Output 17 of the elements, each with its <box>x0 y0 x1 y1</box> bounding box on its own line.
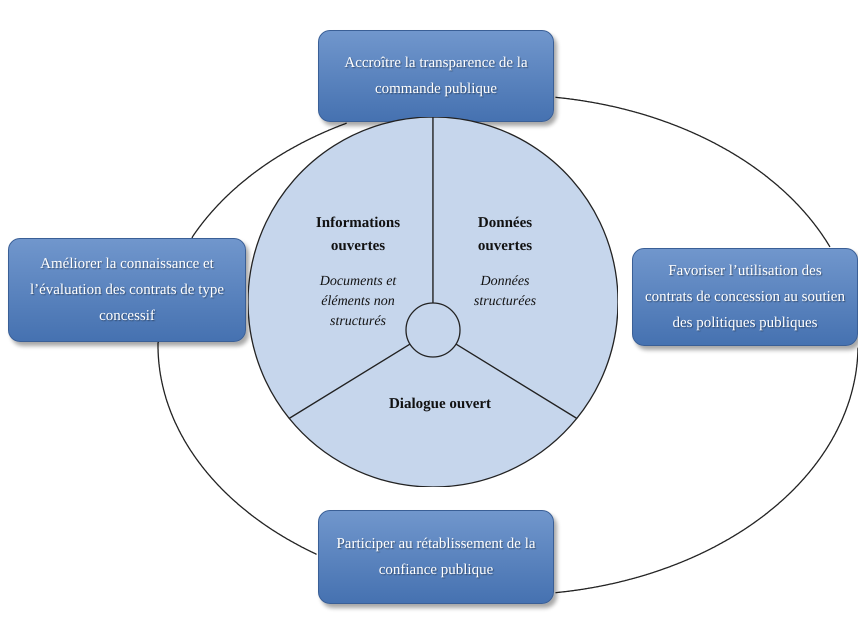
hub-circle <box>405 302 461 358</box>
sector-description: Documents et éléments non structurés <box>318 273 398 331</box>
objective-box <box>318 30 554 122</box>
box-text: Améliorer la connaissance et l’évaluation des contrats de type concessif <box>28 255 226 326</box>
box-text: Participer au rétablissement de la confiance publique <box>335 535 537 580</box>
sector-description: Données structurées <box>472 273 538 311</box>
box-text: Favoriser l’utilisation des contrats de concession au soutien des politiques publiques <box>644 262 846 333</box>
box-text: Accroître la transparence de la commande publique <box>343 54 529 99</box>
connector-arc <box>555 348 858 594</box>
sector-heading: Données ouvertes <box>476 214 534 256</box>
connector-arc <box>555 96 830 248</box>
objective-box <box>318 510 554 604</box>
connector-arc <box>157 345 317 555</box>
sector-heading: Dialogue ouvert <box>388 395 492 414</box>
sector-heading: Informations ouvertes <box>314 214 402 256</box>
objective-box <box>632 248 858 346</box>
objective-box <box>8 238 246 342</box>
